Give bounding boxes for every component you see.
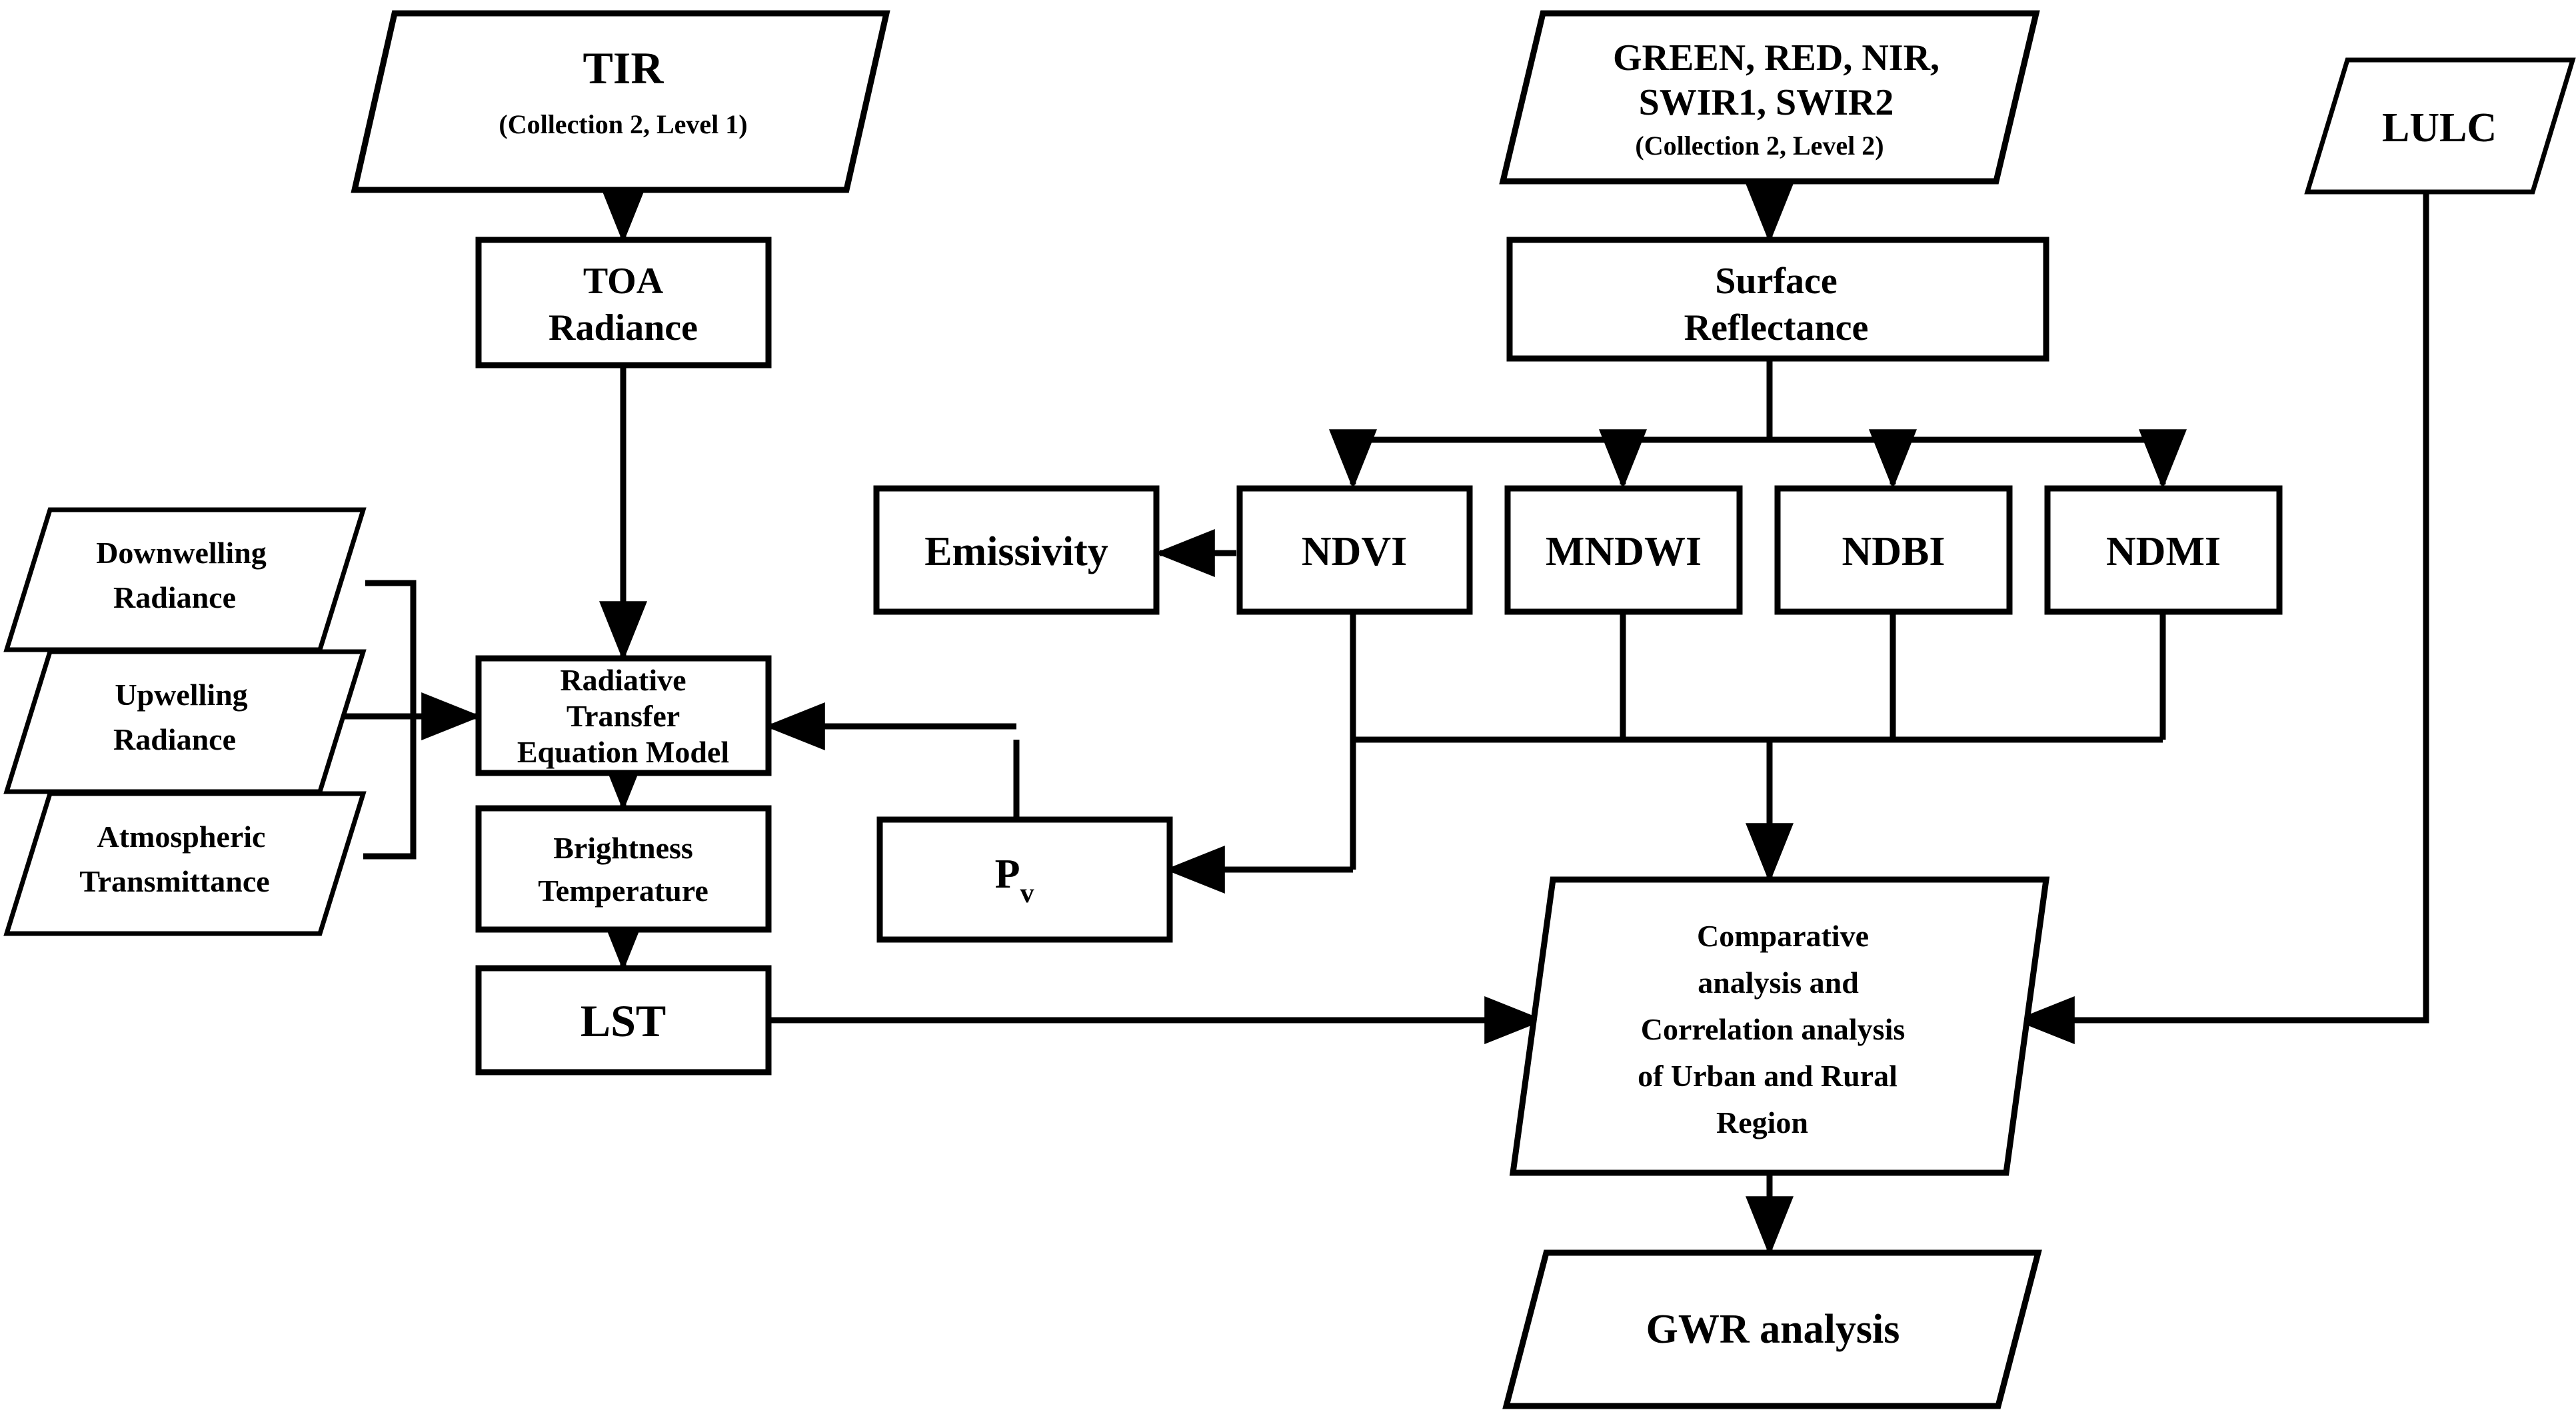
node-tir[interactable] [351,10,890,193]
node-atmospheric-line1: Atmospheric [97,820,266,854]
node-gwr-analysis[interactable] [1502,1249,2042,1409]
node-ndbi-label: NDBI [1842,529,1945,574]
node-rte-model[interactable] [475,655,772,776]
node-upwelling-radiance[interactable] [3,649,367,794]
node-ndvi[interactable] [1236,485,1473,615]
node-downwelling-line2: Radiance [113,580,236,614]
node-lulc-label: LULC [2382,105,2497,151]
node-toa-radiance[interactable] [475,237,772,368]
node-atmospheric-line2: Transmittance [79,864,269,898]
node-bands-sublabel: (Collection 2, Level 2) [1635,131,1884,161]
node-ndbi[interactable] [1774,485,2013,615]
node-rte-line1: Radiative [560,663,686,697]
node-rte-line2: Transfer [567,699,680,733]
node-brightness-temperature[interactable] [475,805,772,933]
node-upwelling-line1: Upwelling [115,678,247,712]
edge-radiance-bus [363,580,417,860]
node-ndvi-label: NDVI [1302,529,1407,574]
node-lst[interactable] [475,965,772,1075]
edge-lulc-to-comparative [2014,193,2429,1044]
node-atmospheric-transmittance[interactable] [3,791,367,936]
node-lst-label: LST [581,996,666,1046]
node-brightness-line2: Temperature [538,874,708,908]
node-gwr-label: GWR analysis [1646,1307,1900,1352]
node-ndmi[interactable] [2044,485,2283,615]
node-tir-sublabel: (Collection 2, Level 1) [499,109,747,139]
node-emissivity[interactable] [873,485,1160,615]
node-comparative-line2: analysis and [1698,966,1859,1000]
node-comparative-line4: of Urban and Rural [1638,1059,1898,1093]
node-comparative-line5: Region [1716,1105,1808,1139]
node-pv-label: Pv [995,852,1034,909]
node-comparative-line1: Comparative [1697,919,1869,953]
node-lulc[interactable] [2304,57,2576,195]
node-bands-line1: GREEN, RED, NIR, [1613,37,1939,79]
node-downwelling-radiance[interactable] [3,507,367,652]
node-upwelling-line2: Radiance [113,722,236,756]
node-rte-line3: Equation Model [517,735,729,769]
node-brightness-line1: Brightness [553,831,693,865]
node-ndmi-label: NDMI [2106,529,2221,574]
node-reflectance-line2: Reflectance [1684,307,1869,349]
node-reflectance-line1: Surface [1715,261,1838,302]
node-bands-line2: SWIR1, SWIR2 [1639,82,1894,123]
node-comparative-line3: Correlation analysis [1641,1012,1906,1046]
node-toa-line1: TOA [583,261,664,302]
node-comparative-analysis[interactable] [1509,876,2050,1176]
node-tir-label: TIR [583,43,664,93]
node-mndwi-label: MNDWI [1546,529,1702,574]
node-optical-bands[interactable] [1499,10,2040,185]
node-pv[interactable] [876,816,1173,943]
node-surface-reflectance[interactable] [1506,237,2049,362]
node-downwelling-line1: Downwelling [96,536,267,570]
node-emissivity-label: Emissivity [924,529,1108,574]
node-mndwi[interactable] [1504,485,1743,615]
node-toa-line2: Radiance [549,307,698,349]
